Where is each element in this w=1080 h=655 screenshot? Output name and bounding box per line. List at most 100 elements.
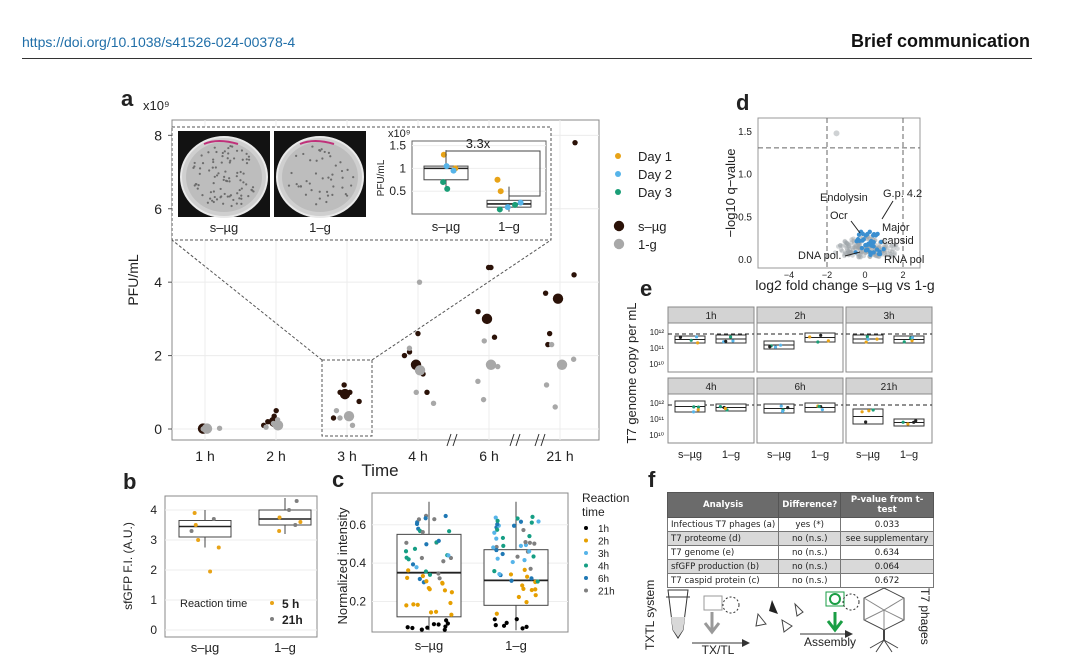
data-point bbox=[501, 623, 507, 628]
doi-link[interactable]: https://doi.org/10.1038/s41526-024-00378… bbox=[22, 34, 296, 50]
data-point bbox=[441, 559, 446, 564]
panel-label-e: e bbox=[640, 276, 652, 301]
axis-break bbox=[446, 433, 458, 447]
plaque bbox=[236, 192, 239, 195]
data-point bbox=[196, 538, 201, 542]
legend-swatch bbox=[584, 551, 588, 555]
data-point bbox=[856, 254, 862, 260]
highlight-box-3h bbox=[321, 359, 373, 437]
data-point bbox=[778, 343, 783, 347]
data-point bbox=[570, 356, 577, 362]
data-point-t7 bbox=[859, 245, 865, 251]
data-point bbox=[341, 382, 347, 388]
data-point-t7 bbox=[871, 244, 876, 249]
data-point bbox=[442, 588, 448, 593]
data-point bbox=[501, 543, 506, 548]
data-point bbox=[518, 543, 523, 548]
annotation-pointer bbox=[844, 251, 861, 257]
data-point bbox=[888, 251, 893, 257]
legend-swatch bbox=[584, 576, 588, 580]
legend-swatch bbox=[584, 526, 588, 530]
data-point bbox=[356, 398, 362, 405]
data-point bbox=[448, 555, 454, 561]
data-point bbox=[500, 551, 505, 557]
mean-point bbox=[201, 423, 213, 434]
plaque bbox=[235, 175, 238, 178]
data-point bbox=[216, 425, 223, 431]
inset-point bbox=[444, 185, 451, 192]
protein-fragment-icon bbox=[755, 612, 767, 627]
data-point bbox=[843, 243, 848, 248]
data-point bbox=[875, 337, 879, 341]
data-point bbox=[832, 250, 838, 255]
axis-break bbox=[509, 433, 521, 447]
data-point bbox=[535, 579, 540, 584]
data-point bbox=[443, 624, 448, 629]
data-point bbox=[840, 243, 845, 249]
tube-fill bbox=[671, 617, 685, 637]
data-point bbox=[193, 523, 198, 527]
data-point-t7 bbox=[865, 231, 870, 237]
data-point bbox=[887, 248, 893, 254]
data-point bbox=[858, 254, 863, 260]
inset-y-tick: 1 bbox=[399, 161, 406, 175]
data-point bbox=[842, 250, 848, 256]
data-point bbox=[525, 574, 530, 579]
table-header-pvalue: P-value from t-test bbox=[840, 492, 934, 518]
mean-point bbox=[343, 410, 355, 422]
data-point bbox=[849, 249, 855, 255]
data-point bbox=[816, 340, 820, 344]
data-point bbox=[548, 341, 555, 348]
data-point bbox=[532, 541, 537, 546]
data-point bbox=[216, 545, 221, 550]
plaque bbox=[220, 195, 223, 198]
plaque bbox=[228, 177, 231, 180]
data-point bbox=[427, 587, 432, 592]
y-tick-label: 6 bbox=[154, 201, 162, 217]
data-point-t7 bbox=[881, 246, 886, 252]
data-point bbox=[192, 511, 197, 515]
legend-swatch bbox=[615, 153, 621, 159]
data-point bbox=[509, 578, 514, 583]
data-point bbox=[902, 340, 906, 344]
table-cell: 0.672 bbox=[840, 573, 934, 588]
data-point bbox=[495, 518, 500, 523]
data-point bbox=[337, 415, 343, 421]
plaque bbox=[240, 197, 243, 200]
legend-swatch bbox=[613, 238, 625, 250]
data-point bbox=[901, 420, 905, 424]
data-point bbox=[528, 566, 533, 571]
table-cell: no (n.s.) bbox=[778, 573, 842, 588]
plaque bbox=[325, 190, 329, 193]
data-point bbox=[844, 250, 849, 256]
y-tick-label: 4 bbox=[154, 274, 162, 290]
y-tick-label: 2 bbox=[154, 348, 162, 364]
plaque bbox=[228, 180, 231, 183]
plaque bbox=[290, 171, 293, 175]
zoom-line bbox=[371, 239, 552, 361]
plaque bbox=[217, 172, 220, 175]
x-tick-label: s–µg bbox=[415, 638, 443, 653]
y-exponent-label: x10⁹ bbox=[143, 98, 170, 113]
data-point bbox=[415, 602, 420, 607]
plaque bbox=[295, 154, 298, 158]
data-point bbox=[287, 508, 292, 512]
data-point bbox=[419, 627, 424, 632]
x-tick-label: 0 bbox=[862, 270, 867, 280]
data-point bbox=[852, 245, 858, 251]
legend-label: 5 h bbox=[282, 597, 299, 611]
data-point bbox=[826, 339, 830, 343]
data-point bbox=[842, 238, 848, 244]
plaque bbox=[226, 157, 229, 160]
data-point bbox=[846, 243, 851, 249]
x-tick-label: 21 h bbox=[546, 448, 573, 464]
data-point bbox=[845, 250, 851, 255]
data-point bbox=[521, 586, 526, 591]
data-point bbox=[495, 522, 500, 527]
data-point bbox=[404, 540, 409, 545]
plaque bbox=[315, 203, 318, 206]
data-point bbox=[888, 254, 894, 259]
data-point bbox=[871, 408, 875, 412]
data-point bbox=[779, 404, 783, 408]
data-point bbox=[403, 549, 409, 554]
